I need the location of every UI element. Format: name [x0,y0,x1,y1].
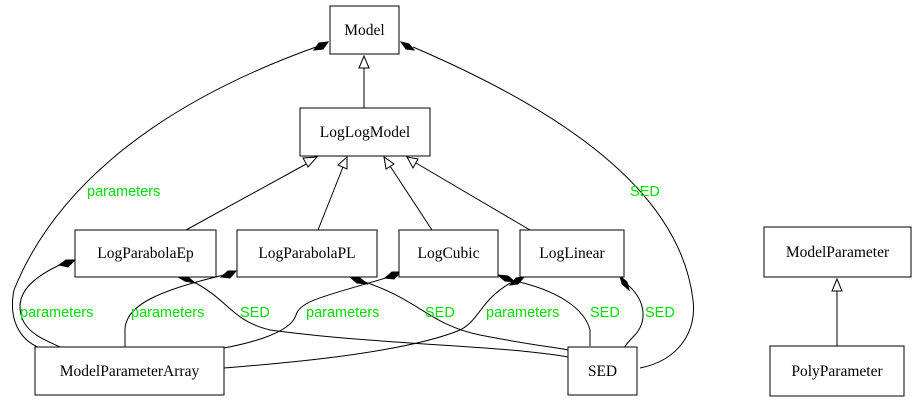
edge-logparabolaep-sed [189,279,569,358]
edge-label-model-sed: SED [630,184,660,200]
edge-label-logparabolaep-sed: SED [240,305,270,321]
edge-label-loglinear-parameters: parameters [486,305,559,321]
composition-diamond-icon [176,276,197,284]
node-polyparameter[interactable]: PolyParameter [769,345,905,397]
edge-loglinear-to-loglogmodel [415,162,531,231]
node-sed[interactable]: SED [567,346,638,396]
edge-model-parameters [12,46,317,349]
edge-logcubic-sed [509,279,591,346]
node-label: SED [588,363,617,380]
composition-diamond-icon [619,274,630,292]
composition-diamond-icon [219,270,238,279]
inheritance-arrow-icon [302,156,319,168]
edge-logparabolapl-parameters [124,274,225,347]
node-label: LogCubic [418,245,480,262]
node-modelparameterarray[interactable]: ModelParameterArray [34,346,225,396]
composition-diamond-icon [348,276,369,285]
edge-label-logparabolapl-sed: SED [425,305,455,321]
node-label: Model [344,22,384,39]
node-logparabolaep[interactable]: LogParabolaEp [74,229,217,278]
edge-logparabolaep-to-loglogmodel [185,162,309,231]
inheritance-arrow-icon [337,155,348,170]
node-label: LogParabolaEp [97,245,194,262]
edge-logparabolapl-to-loglogmodel [317,166,344,231]
edge-label-logcubic-sed: SED [590,305,620,321]
node-logparabolapl[interactable]: LogParabolaPL [236,229,378,278]
composition-diamond-icon [383,271,403,280]
inheritance-arrow-icon [831,277,843,292]
edge-labels: parameters SED parameters parameters SED… [20,184,675,321]
composition-diamond-icon [57,259,77,268]
inheritance-arrow-icon [406,156,419,170]
node-label: LogLogModel [320,124,410,141]
composition-diamond-icon [508,276,526,286]
node-loglinear[interactable]: LogLinear [519,229,625,278]
edge-label-logcubic-parameters: parameters [306,305,379,321]
node-logcubic[interactable]: LogCubic [398,229,499,278]
edge-logcubic-to-loglogmodel [389,165,433,231]
edge-label-loglinear-sed: SED [645,305,675,321]
edge-label-model-parameters: parameters [87,184,160,200]
inheritance-arrow-icon [383,155,395,170]
node-label: LogParabolaPL [258,245,355,262]
node-loglogmodel[interactable]: LogLogModel [299,107,431,157]
node-model[interactable]: Model [329,5,400,55]
edge-label-logparabolapl-parameters: parameters [131,305,204,321]
edge-logparabolaep-parameters [19,262,65,348]
composition-diamond-icon [496,274,517,283]
node-modelparameter[interactable]: ModelParameter [763,226,912,278]
edge-model-sed [412,46,695,369]
edge-logparabolapl-sed [361,280,569,351]
node-label: LogLinear [539,245,605,262]
composition-diamond-icon [312,41,330,51]
node-label: PolyParameter [791,363,883,380]
inheritance-arrow-icon [358,54,370,69]
node-label: ModelParameter [786,244,890,261]
edges [12,41,843,369]
edge-logcubic-parameters [223,276,390,349]
edge-label-logparabolaep-parameters: parameters [20,305,93,321]
edge-loglinear-sed [624,284,644,348]
node-label: ModelParameterArray [60,363,200,380]
edge-loglinear-parameters [223,281,513,369]
composition-diamond-icon [399,41,416,51]
nodes: Model LogLogModel LogParabolaEp LogParab… [34,5,912,397]
